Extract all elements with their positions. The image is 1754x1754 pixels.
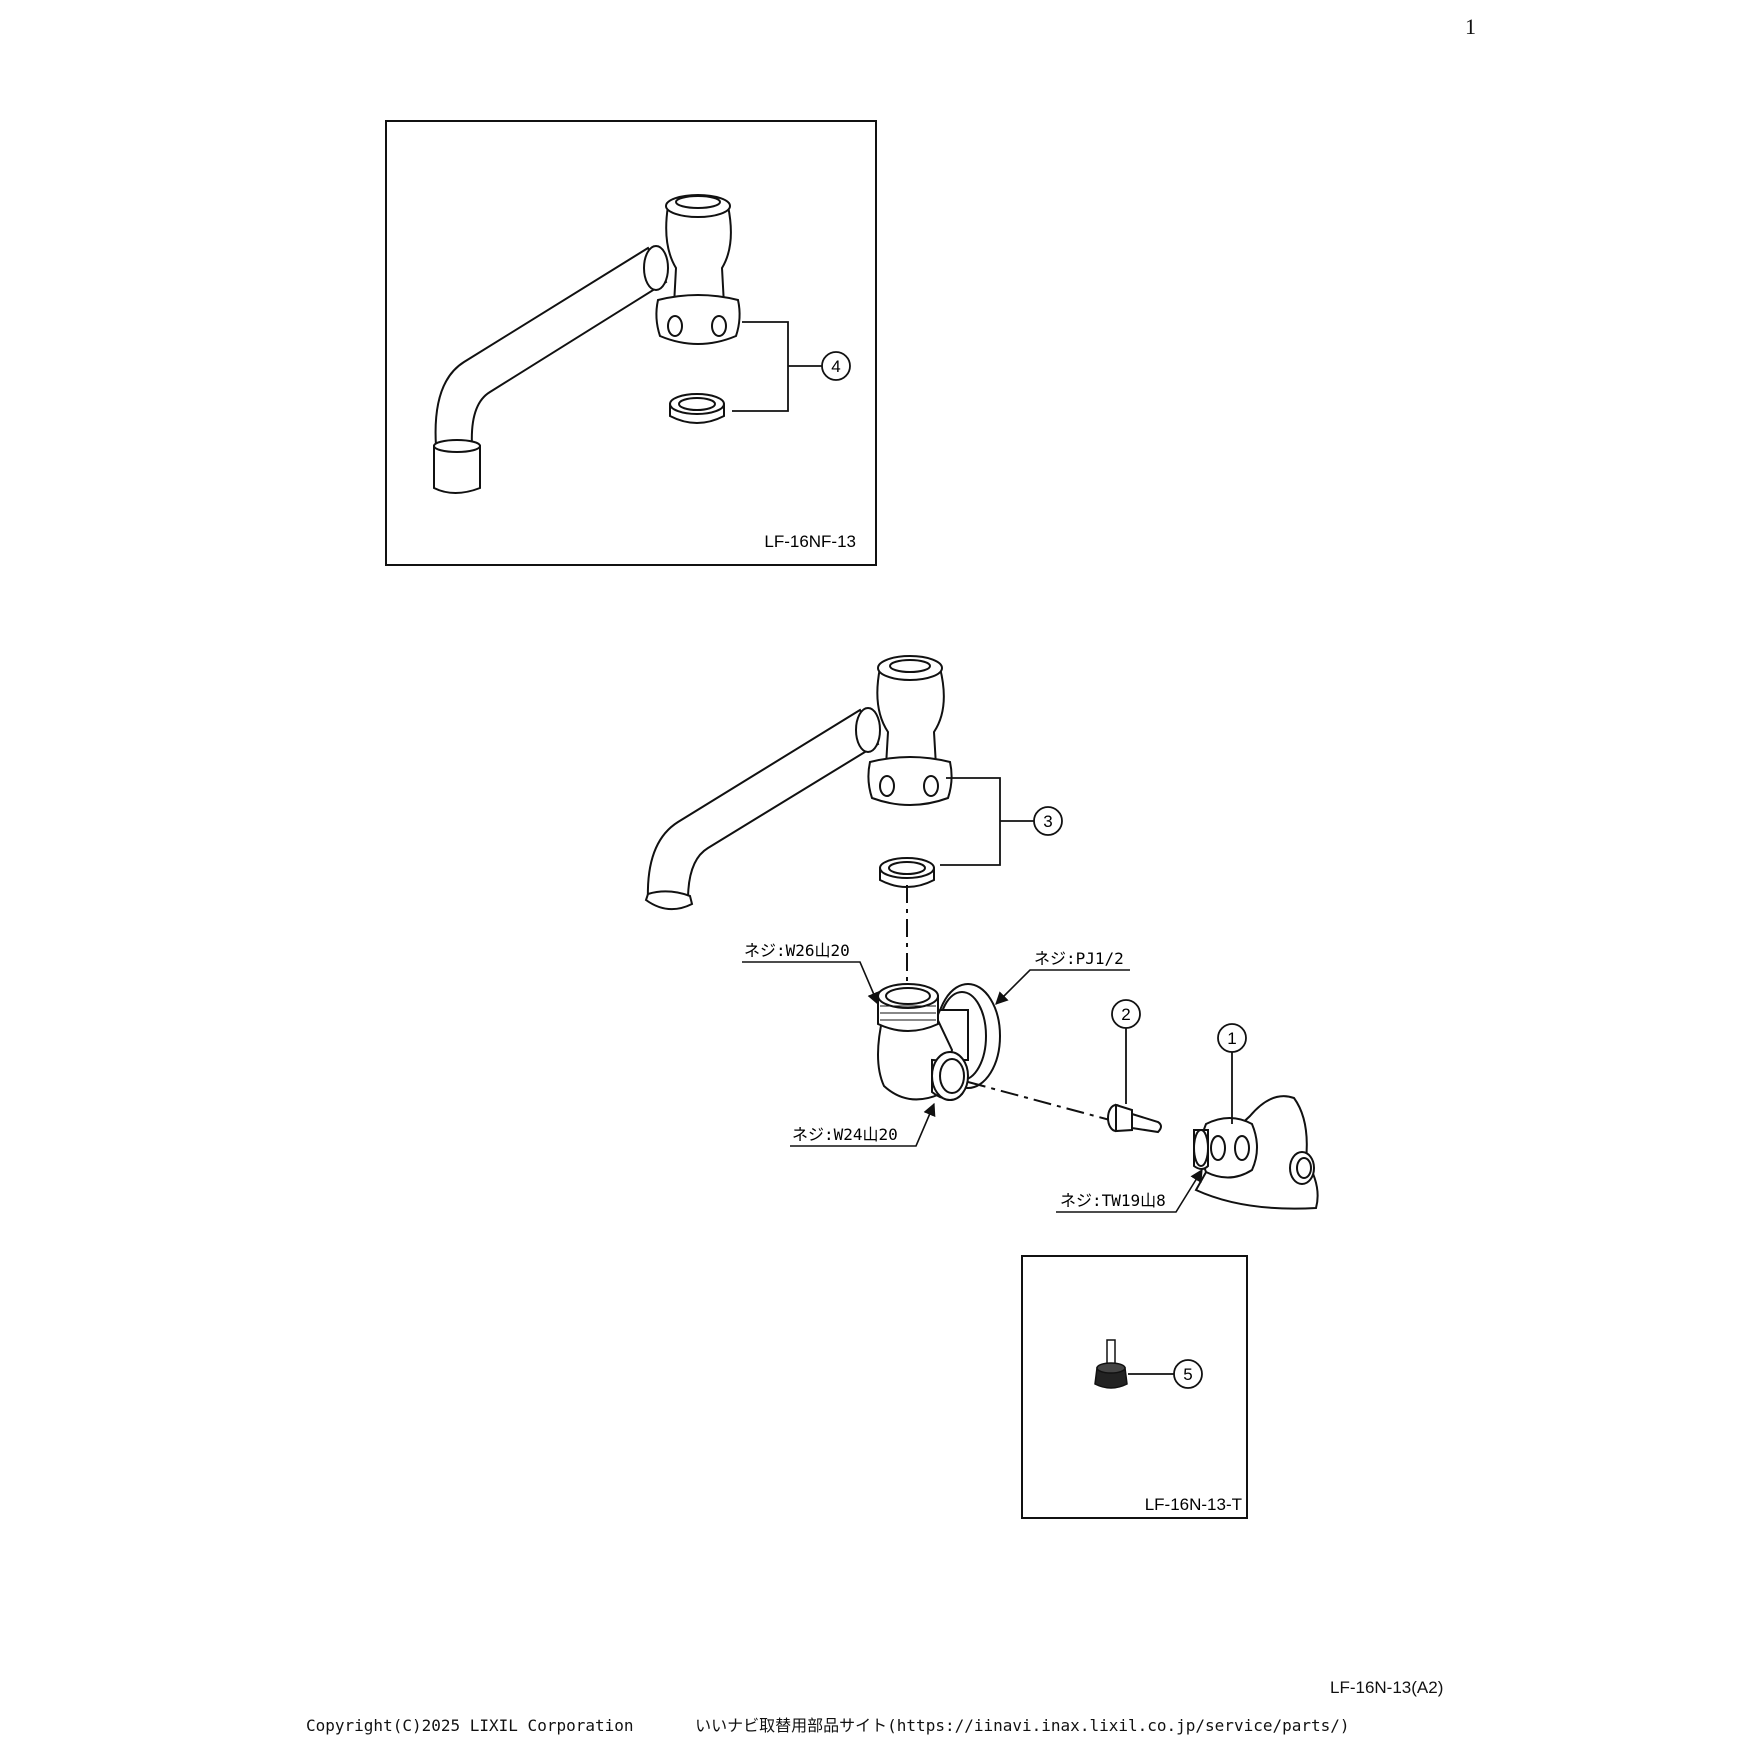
screw-illustration (1094, 1339, 1128, 1389)
callout-4-label: 4 (831, 357, 840, 376)
callout-1-label: 1 (1227, 1029, 1236, 1048)
parts-site-text: いいナビ取替用部品サイト(https://iinavi.inax.lixil.c… (695, 1716, 1350, 1735)
callout-3-label: 3 (1043, 812, 1052, 831)
callout-2-label: 2 (1121, 1005, 1130, 1024)
callout-circle-5 (1173, 1359, 1203, 1389)
spindle-illustration (1107, 1103, 1162, 1134)
copyright-text: Copyright(C)2025 LIXIL Corporation (306, 1716, 634, 1735)
inset-top: 4 LF-16NF-13 (385, 120, 877, 566)
spout-illustration-main (644, 655, 953, 911)
main-assembly: 3 (644, 655, 1319, 1213)
callout-circle-4 (821, 351, 851, 381)
callout-circle-2 (1111, 999, 1141, 1029)
inset-top-model-label: LF-16NF-13 (764, 532, 856, 551)
callout-circle-1 (1217, 1023, 1247, 1053)
document-code: LF-16N-13(A2) (1330, 1678, 1444, 1697)
page-number: 1 (1465, 14, 1476, 39)
valve-body-illustration (877, 983, 1001, 1101)
thread-label-handle: ネジ:TW19山8 (1060, 1191, 1166, 1210)
spout-illustration-top (433, 194, 741, 494)
inset-bottom: 5 LF-16N-13-T (1021, 1255, 1248, 1519)
callout-5-label: 5 (1183, 1365, 1192, 1384)
thread-label-side-outlet: ネジ:W24山20 (792, 1125, 898, 1144)
footer: Copyright(C)2025 LIXIL Corporation いいナビ取… (306, 1712, 1350, 1736)
inset-bottom-model-label: LF-16N-13-T (1145, 1495, 1242, 1514)
handle-illustration (1193, 1095, 1319, 1210)
thread-label-top-inlet: ネジ:W26山20 (744, 941, 850, 960)
thread-label-wall-flange: ネジ:PJ1/2 (1034, 949, 1124, 968)
callout-circle-3 (1033, 806, 1063, 836)
